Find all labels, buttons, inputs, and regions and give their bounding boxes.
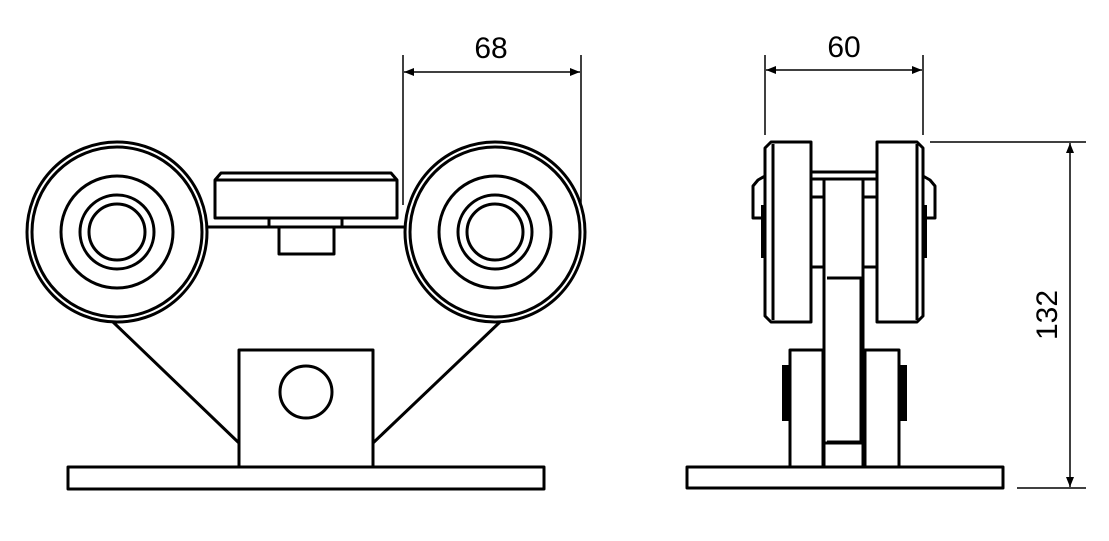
dimension-label-height: 132: [1031, 290, 1064, 340]
mount-block: [237, 348, 375, 469]
side-view: 60 132: [685, 31, 1086, 490]
dimension-132: 132: [930, 141, 1086, 489]
frame-arms: [111, 320, 502, 445]
right-wheel-side: [875, 140, 937, 324]
left-wheel: [25, 140, 209, 324]
left-wheel-side: [751, 140, 813, 324]
top-block: [207, 171, 405, 256]
front-view: 68: [25, 32, 587, 491]
dimension-label-width: 68: [474, 32, 507, 65]
lower-rollers: [782, 348, 907, 469]
dimension-68: 68: [402, 32, 582, 205]
base-plate: [66, 465, 546, 491]
dimension-60: 60: [764, 31, 924, 135]
base-plate-side: [685, 465, 1005, 490]
right-wheel: [403, 140, 587, 324]
center-post: [811, 177, 877, 469]
bolt-hole: [278, 364, 334, 420]
dimension-label-width-side: 60: [827, 31, 860, 64]
